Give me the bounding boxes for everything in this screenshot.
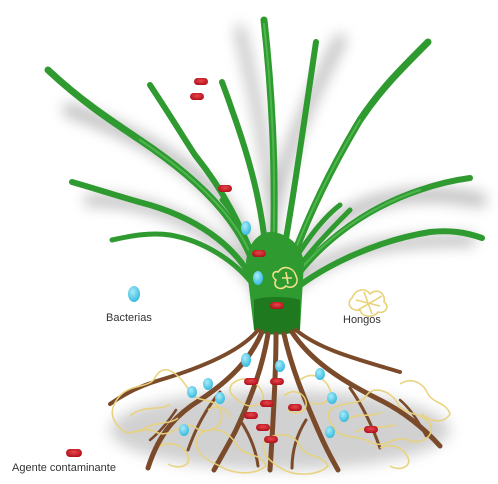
- fungi-legend-icon: [349, 290, 387, 316]
- bacteria-icon: [241, 221, 251, 235]
- bacteria-icon: [215, 392, 225, 404]
- contaminant-icon: [364, 426, 378, 433]
- bacteria-icon: [339, 410, 349, 422]
- bacteria-legend-label: Bacterias: [106, 312, 152, 324]
- contaminant-icon: [256, 424, 270, 431]
- bacteria-icon: [315, 368, 325, 380]
- contaminant-icon: [252, 250, 266, 257]
- contaminant-icon: [190, 93, 204, 100]
- bacteria-icon: [187, 386, 197, 398]
- bacteria-icon: [241, 353, 251, 367]
- bacteria-icon: [325, 426, 335, 438]
- bacteria-icon: [327, 392, 337, 404]
- bacteria-icon: [253, 271, 263, 285]
- contaminant-icon: [244, 412, 258, 419]
- contaminant-legend-icon: [66, 449, 82, 457]
- bacteria-legend-icon: [128, 286, 140, 302]
- contaminant-icon: [194, 78, 208, 85]
- contaminant-icon: [264, 436, 278, 443]
- bacteria-icon: [275, 360, 285, 372]
- contaminant-icon: [270, 378, 284, 385]
- contaminant-icon: [218, 185, 232, 192]
- fungi-legend-label: Hongos: [343, 314, 381, 326]
- bacteria-icon: [203, 378, 213, 390]
- contaminant-icon: [270, 302, 284, 309]
- contaminant-icon: [244, 378, 258, 385]
- bacteria-icon: [179, 424, 189, 436]
- contaminant-legend-label: Agente contaminante: [12, 462, 116, 474]
- contaminant-icon: [260, 400, 274, 407]
- contaminant-icon: [288, 404, 302, 411]
